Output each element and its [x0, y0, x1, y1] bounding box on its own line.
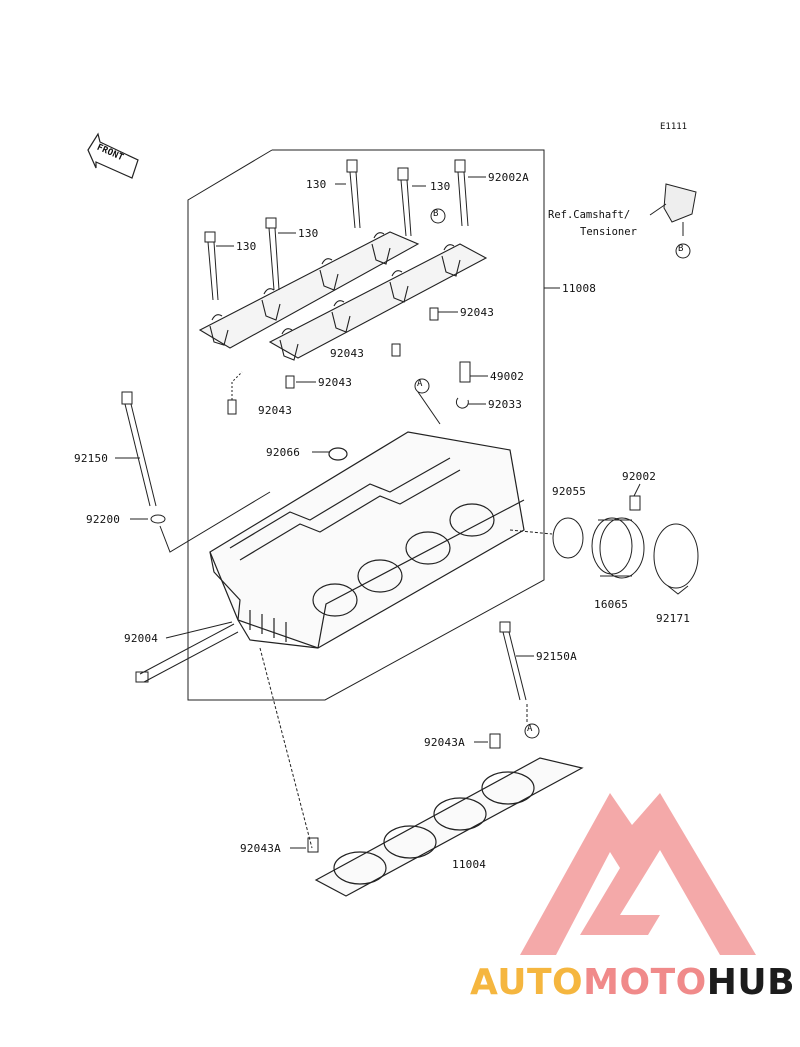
dowel-92043 — [227, 307, 439, 415]
part-label-11004[interactable]: 11004 — [452, 858, 487, 871]
washer-92200 — [150, 514, 166, 524]
marker-a-head — [414, 378, 430, 394]
part-label-92043[interactable]: 92043 — [318, 376, 353, 389]
part-label-92004[interactable]: 92004 — [124, 632, 159, 645]
part-label-92002[interactable]: 92002 — [622, 470, 657, 483]
dowel-92043A-upper — [489, 733, 501, 749]
assembly-frame — [187, 149, 545, 701]
tensioner-icon — [663, 183, 697, 223]
bolt-92150 — [121, 391, 157, 507]
marker-a-gasket-label: A — [527, 724, 533, 734]
watermark-logo-icon — [520, 793, 756, 955]
clamp-92171 — [653, 523, 699, 595]
screw-92002 — [629, 495, 641, 511]
part-label-92171[interactable]: 92171 — [656, 612, 691, 625]
part-label-92033[interactable]: 92033 — [488, 398, 523, 411]
bolt-130 — [204, 159, 469, 301]
part-label-130[interactable]: 130 — [298, 227, 319, 240]
marker-b-side-label: B — [678, 244, 684, 254]
part-label-92055[interactable]: 92055 — [552, 485, 587, 498]
part-label-92043[interactable]: 92043 — [258, 404, 293, 417]
front-arrow-icon — [87, 132, 139, 179]
part-label-92043[interactable]: 92043 — [330, 347, 365, 360]
marker-b-top-label: B — [433, 209, 439, 219]
part-label-92150[interactable]: 92150 — [74, 452, 109, 465]
holder-16065 — [591, 517, 645, 579]
part-label-92043A[interactable]: 92043A — [424, 736, 465, 749]
part-label-130[interactable]: 130 — [430, 180, 451, 193]
watermark-part-3: HUB — [706, 962, 796, 1003]
part-label-92043A[interactable]: 92043A — [240, 842, 281, 855]
marker-a-gasket — [524, 723, 540, 739]
watermark-part-1: AUTO — [470, 962, 584, 1003]
part-label-92066[interactable]: 92066 — [266, 446, 301, 459]
part-label-92200[interactable]: 92200 — [86, 513, 121, 526]
clip-92033 — [455, 397, 469, 409]
part-label-11008[interactable]: 11008 — [562, 282, 597, 295]
watermark-brand: AUTOMOTOHUB — [470, 962, 795, 1003]
camshaft-cap-front — [198, 231, 420, 349]
part-label-130[interactable]: 130 — [236, 240, 257, 253]
camshaft-cap-rear — [268, 243, 488, 361]
part-label-92150A[interactable]: 92150A — [536, 650, 577, 663]
marker-b-side — [675, 243, 691, 259]
bolt-92150A — [499, 621, 527, 701]
part-label-130[interactable]: 130 — [306, 178, 327, 191]
marker-a-head-label: A — [417, 379, 423, 389]
oring-92055 — [552, 517, 584, 559]
reference-line-1: Ref.Camshaft/ — [548, 209, 631, 221]
cylinder-head — [209, 431, 525, 649]
reference-note: Ref.Camshaft/ Tensioner — [548, 207, 637, 241]
figure-code: E1111 — [660, 122, 688, 132]
bolt-92004 — [135, 623, 239, 683]
reference-line-2: Tensioner — [580, 226, 637, 238]
part-label-16065[interactable]: 16065 — [594, 598, 629, 611]
plug-49002 — [459, 361, 471, 383]
dowel-92043A-lower — [307, 837, 319, 853]
watermark-part-2: MOTO — [583, 962, 707, 1003]
part-label-92043[interactable]: 92043 — [460, 306, 495, 319]
part-label-92002A[interactable]: 92002A — [488, 171, 529, 184]
marker-b-top — [430, 208, 446, 224]
part-label-49002[interactable]: 49002 — [490, 370, 525, 383]
head-gasket-11004 — [314, 757, 584, 897]
